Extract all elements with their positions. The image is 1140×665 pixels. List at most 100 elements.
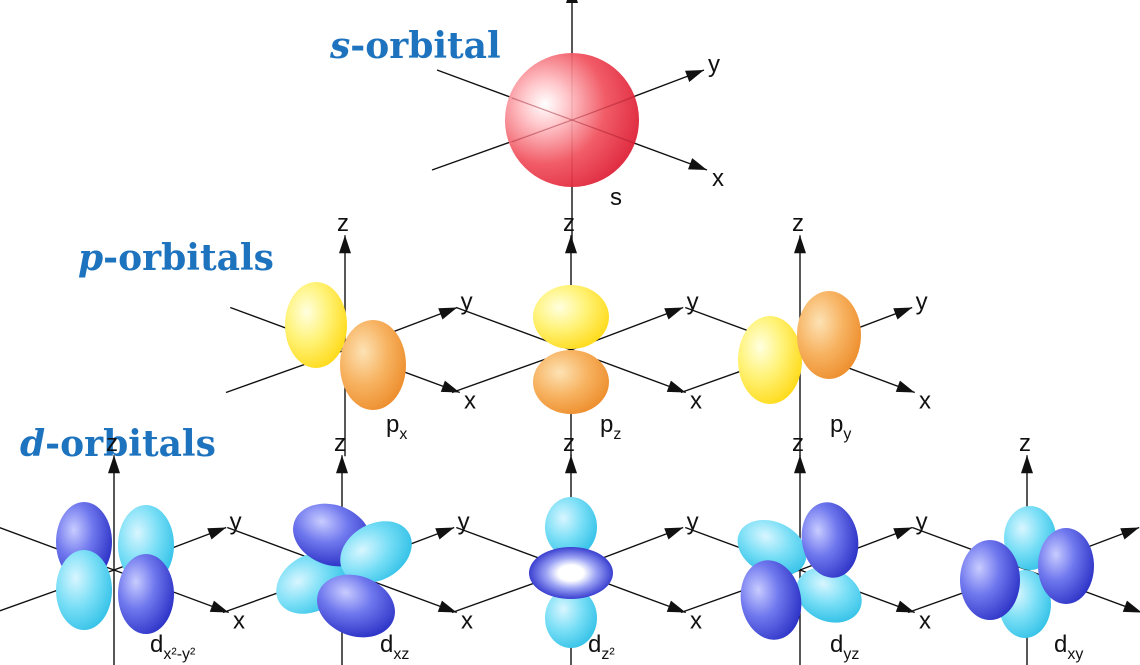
py-orbital-label-sub: y (843, 426, 851, 443)
py-orbital-z-axis-arrowhead (794, 235, 806, 254)
dxy-orbital-lobe-3 (960, 540, 1020, 620)
dz2-orbital-label-sub: z² (601, 646, 615, 663)
pz-orbital-lower-lobe (533, 350, 609, 414)
dyz-orbital-lobe-4 (740, 560, 802, 640)
dxz-orbital-label-base: d (380, 631, 393, 658)
dx2y2-orbital-x-label: x (233, 608, 245, 635)
dyz-orbital-x-axis-arrowhead (895, 600, 915, 613)
py-orbital-y-label: y (916, 289, 928, 316)
s-orbital-label: s (610, 184, 622, 211)
dz2-orbital-torus (529, 547, 613, 599)
px-orbital-front-lobe (340, 320, 406, 410)
s-orbital-inner-axis-x (511, 97, 633, 143)
dyz-orbital-z-label: z (792, 430, 804, 457)
p-orbitals-heading: p-orbitals (78, 240, 274, 276)
dxz-orbital-label: dxz (380, 631, 409, 663)
pz-orbital-upper-lobe (533, 285, 609, 349)
d-orbitals-heading-text: -orbitals (45, 423, 216, 465)
px-orbital-label: px (386, 411, 407, 443)
px-orbital-z-axis-arrowhead (339, 235, 351, 254)
s-orbital-y-label: y (708, 51, 720, 78)
pz-orbital-label-sub: z (613, 426, 621, 443)
d-orbitals-heading: d-orbitals (20, 426, 216, 462)
dxy-orbital-y-axis-arrowhead (1120, 527, 1140, 540)
pz-orbital-label-base: p (600, 411, 613, 438)
pz-orbital-z-axis-arrowhead (565, 235, 577, 254)
pz-orbital-x-axis-arrowhead (666, 380, 686, 393)
dx2y2-orbital-z-label: z (106, 430, 118, 457)
p-orbitals-heading-letter: p (78, 237, 104, 279)
dx2y2-orbital-x-axis-arrowhead (209, 600, 229, 613)
dx2y2-orbital-y-axis-arrowhead (207, 527, 227, 540)
s-orbital-y-axis-arrowhead (685, 70, 704, 82)
dxz-orbital-lobe-3 (340, 521, 412, 583)
dxz-orbital-x-axis-arrowhead (437, 600, 457, 613)
dyz-orbital-lobe-2 (796, 567, 862, 623)
py-orbital-label-base: p (830, 411, 843, 438)
dxz-orbital-z-axis-arrowhead (336, 455, 348, 474)
pz-orbital-label: pz (600, 411, 621, 443)
dxy-orbital: z y x dxy (907, 430, 1140, 665)
dz2-orbital-label: dz² (588, 631, 615, 663)
px-orbital-y-label: y (461, 289, 473, 316)
dz2-orbital-y-axis-arrowhead (664, 527, 684, 540)
dxz-orbital-y-axis-arrowhead (435, 527, 455, 540)
dz2-orbital-label-base: d (588, 631, 601, 658)
dyz-orbital-y-label: y (916, 509, 928, 536)
s-orbital-heading-text: -orbital (350, 25, 501, 67)
dxy-orbital-z-label: z (1019, 430, 1031, 457)
dyz-orbital-y-axis-arrowhead (893, 527, 913, 540)
dxz-orbital-z-label: z (334, 430, 346, 457)
s-orbital-label-base: s (610, 184, 622, 211)
dx2y2-orbital-label-sub: x²-y² (163, 646, 196, 663)
dxy-orbital-label: dxy (1054, 631, 1083, 663)
dyz-orbital-label-base: d (830, 631, 843, 658)
dz2-orbital-z-axis-arrowhead (565, 455, 577, 474)
dxz-orbital-x-label: x (461, 608, 473, 635)
dx2y2-orbital-lobe-4 (118, 554, 174, 634)
dz2-orbital-x-label: x (690, 608, 702, 635)
px-orbital-label-base: p (386, 411, 399, 438)
px-orbital-x-label: x (464, 388, 476, 415)
dxy-orbital-label-base: d (1054, 631, 1067, 658)
dx2y2-orbital-label-base: d (150, 631, 163, 658)
dz2-orbital-x-axis-arrowhead (666, 600, 686, 613)
py-orbital-right-lobe (797, 291, 861, 379)
dyz-orbital-label: dyz (830, 631, 859, 663)
dyz-orbital-x-label: x (919, 608, 931, 635)
py-orbital-x-label: x (919, 388, 931, 415)
dxz-orbital-lobe-4 (317, 574, 395, 638)
px-orbital-z-label: z (337, 210, 349, 237)
dyz-orbital-z-axis-arrowhead (794, 455, 806, 474)
p-orbitals-heading-text: -orbitals (103, 237, 274, 279)
px-orbital-back-lobe (285, 282, 347, 368)
s-orbital-z-axis-arrowhead (566, 0, 578, 3)
s-orbital-x-label: x (712, 165, 724, 192)
pz-orbital-y-axis-arrowhead (664, 307, 684, 320)
dx2y2-orbital-label: dx²-y² (150, 631, 196, 663)
s-orbital-heading: s-orbital (330, 28, 501, 64)
px-orbital-x-axis-arrowhead (440, 380, 460, 393)
dyz-orbital-lobe-3 (801, 502, 859, 578)
dxy-orbital-label-sub: xy (1067, 646, 1083, 663)
py-orbital-x-axis-arrowhead (895, 380, 915, 393)
d-orbitals-heading-letter: d (20, 423, 46, 465)
dz2-orbital-lower-lobe (545, 588, 597, 648)
py-orbital-z-label: z (792, 210, 804, 237)
px-orbital-y-axis-arrowhead (438, 307, 458, 320)
pz-orbital-x-label: x (690, 388, 702, 415)
dxy-orbital-z-axis-arrowhead (1021, 455, 1033, 474)
s-orbital-x-axis-arrowhead (688, 158, 707, 170)
dz2-orbital-upper-lobe (545, 497, 597, 557)
dyz-orbital: z y x dyz (680, 430, 931, 665)
px-orbital-label-sub: x (399, 426, 407, 443)
s-orbital-heading-letter: s (330, 25, 351, 67)
pz-orbital-z-label: z (563, 210, 575, 237)
dxz-orbital-label-sub: xz (393, 646, 409, 663)
